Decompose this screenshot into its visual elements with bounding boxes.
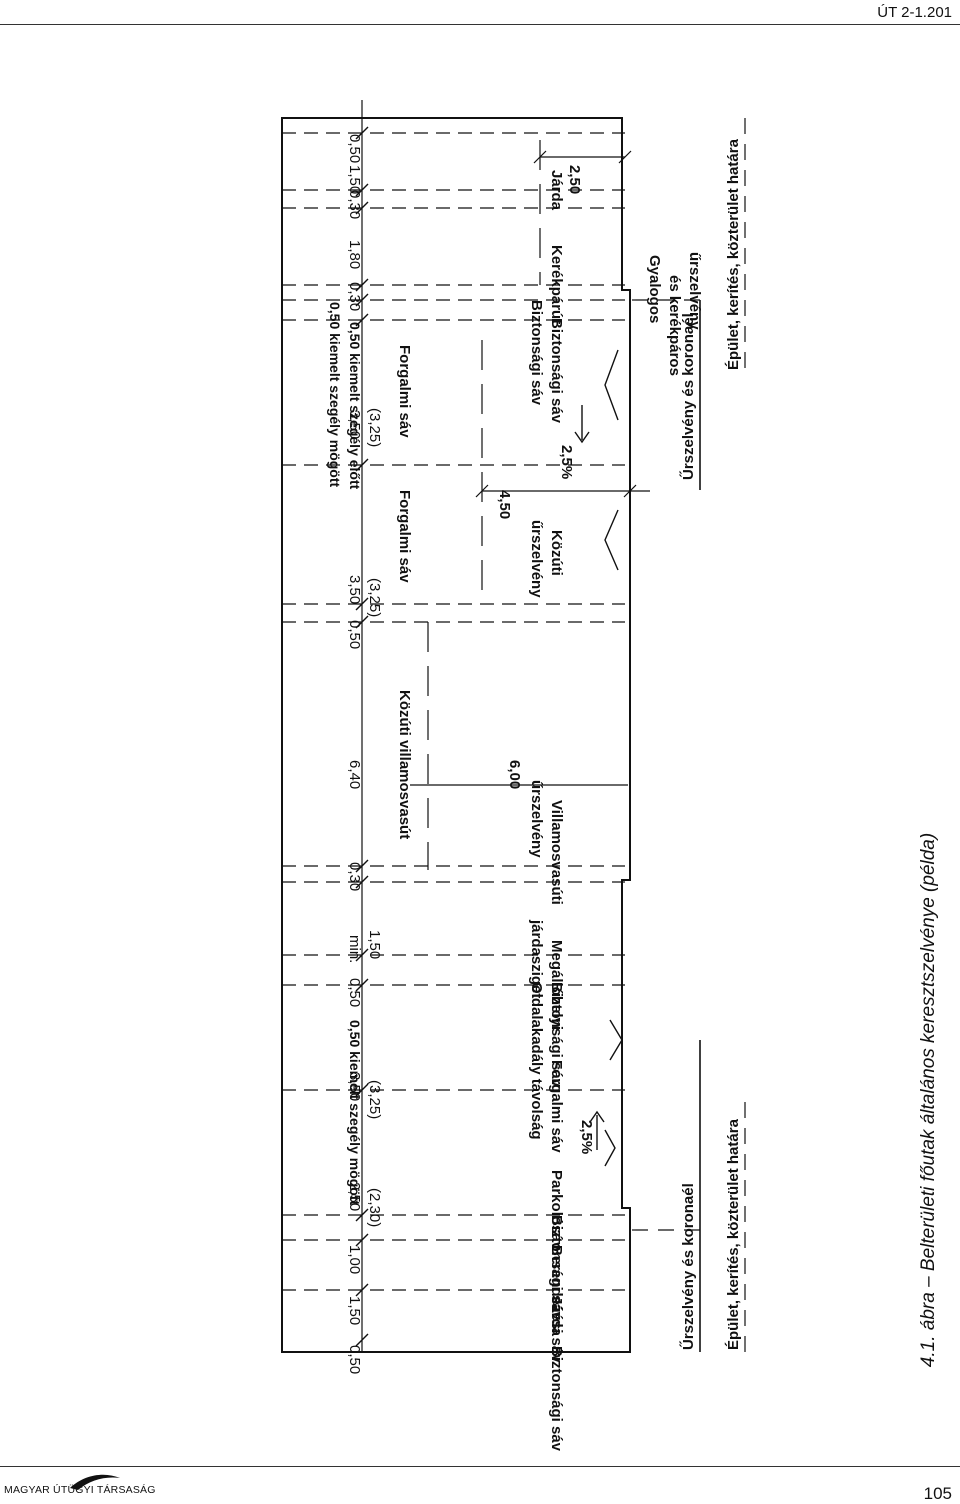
label-l25: Gyalogos	[646, 255, 663, 323]
slope1-label: 2,5%	[578, 1120, 595, 1154]
figure-caption: 4.1. ábra – Belterületi főutak általános…	[918, 832, 939, 1368]
dimension-texts: 0,50 1,50 1,00 0,50 kiemelt szegély mögö…	[327, 134, 383, 1374]
label-l30: Űrszelvény és koronaél	[679, 313, 697, 480]
label-l29: Épület, kerítés, közterület határa	[725, 1118, 742, 1350]
label-l22: Kerékpárút	[548, 245, 565, 324]
label-l21: Biztonsági sáv	[528, 300, 545, 406]
dim-d13: 3,50	[346, 410, 363, 439]
dim-d16: 0,30	[346, 282, 363, 311]
dim-d11: 0,50	[346, 620, 363, 649]
edge-labels: Űrszelvény és koronaél Épület, kerítés, …	[679, 138, 742, 1350]
extension-lines	[282, 132, 625, 1291]
dim-d9: 0,30	[346, 862, 363, 891]
header-rule	[0, 24, 960, 25]
envelope-lines	[427, 140, 541, 870]
publisher-logo-icon	[70, 1474, 120, 1490]
dim-d4: 0,50 kiemelt szegély mögött	[347, 1020, 363, 1206]
label-l6: Forgalmi sáv	[548, 1060, 565, 1153]
slope-markers	[574, 349, 623, 1167]
label-l10: járdasziget	[528, 919, 545, 998]
dim-d5b: (2,30)	[366, 1188, 383, 1227]
dim-d2: 1,50	[346, 1296, 363, 1325]
footer-rule	[0, 1466, 960, 1467]
dimension-ticks	[355, 126, 369, 1347]
label-l14: 6,00	[506, 760, 523, 789]
dim-d17: 1,80	[346, 240, 363, 269]
dim-d1: 0,50	[346, 1345, 363, 1374]
label-l3: Berendezési sáv	[548, 1245, 565, 1363]
dim-d19: 1,50	[346, 165, 363, 194]
label-l11: Közúti villamosvasút	[396, 690, 413, 839]
dim-d6b: (3,25)	[366, 1080, 383, 1119]
label-l28: Űrszelvény és koronaél	[679, 1183, 697, 1350]
dim-d18: 0,30	[346, 190, 363, 219]
dim-d6: 3,50	[346, 1072, 363, 1101]
dim-d8b: 1,50	[366, 930, 383, 959]
dim-d20: 0,50	[346, 134, 363, 163]
dim-d7: 0,50	[346, 978, 363, 1007]
label-l16: Forgalmi sáv	[396, 345, 413, 438]
label-l26: és kerékpáros	[666, 275, 683, 376]
label-l5: Parkolósáv	[548, 1170, 565, 1251]
label-l9: Megállóhelyi	[548, 940, 565, 1030]
label-l13: űrszelvény	[528, 780, 545, 858]
dim-d13b: (3,25)	[366, 408, 383, 447]
label-l15: Forgalmi sáv	[396, 490, 413, 583]
dim-d12: 3,50	[346, 575, 363, 604]
slope2-label: 2,5%	[558, 445, 575, 479]
dim-d14: 0,50 kiemelt szegély előtt	[347, 322, 363, 490]
label-l27: űrszelvény	[686, 252, 703, 330]
band-labels: Biztonsági sáv Járda Berendezési sáv Biz…	[396, 165, 703, 1452]
label-l7: Biztonsági sáv	[548, 982, 565, 1088]
label-l12: Villamosvasúti	[548, 800, 565, 905]
label-l1: Biztonsági sáv	[548, 1346, 565, 1452]
clearance-envelope	[632, 118, 746, 1352]
label-l4: Biztonsági sáv	[548, 1215, 565, 1321]
label-l19: 4,50	[496, 490, 513, 519]
dim-d10: 6,40	[346, 760, 363, 789]
dim-d3: 1,00	[346, 1245, 363, 1274]
dim-d12b: (3,25)	[366, 578, 383, 617]
label-l18: űrszelvény	[528, 520, 545, 598]
dim-d15: 0,50 kiemelt szegély mögött	[327, 302, 343, 488]
profile-outline	[281, 117, 631, 1353]
label-l8: Oldalakadály távolság	[528, 982, 545, 1140]
dim-d8: min.	[346, 935, 363, 963]
document-code: ÚT 2-1.201	[877, 4, 952, 21]
label-l17: Közúti	[548, 530, 565, 576]
label-l2: Járda	[548, 1296, 565, 1337]
dim-d5: 2,50	[346, 1182, 363, 1211]
page-number: 105	[923, 1484, 952, 1503]
label-l31: Épület, kerítés, közterület határa	[725, 138, 742, 370]
label-l20: Biztonsági sáv	[548, 318, 565, 424]
publisher-name: MAGYAR ÚTÜGYI TÁRSASÁG	[4, 1484, 156, 1496]
clearance-dims	[410, 150, 650, 786]
label-l23: Járda	[548, 170, 565, 211]
label-l24: 2,50	[566, 165, 583, 194]
